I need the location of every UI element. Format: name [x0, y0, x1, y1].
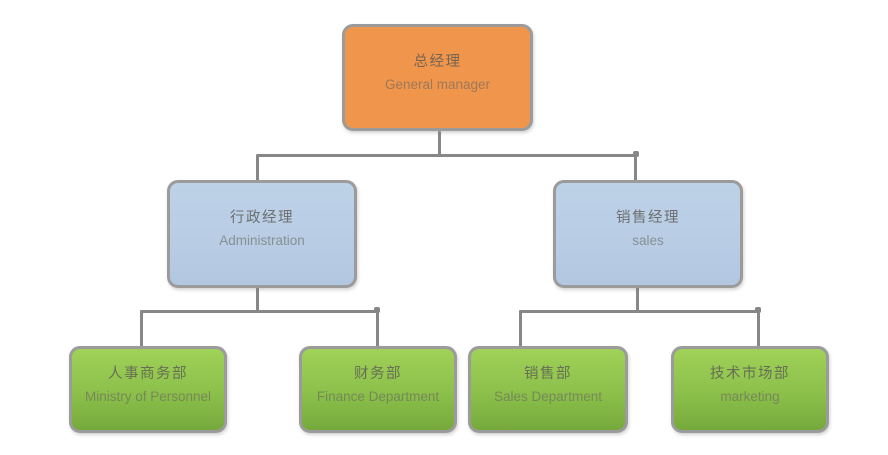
node-label-zh: 人事商务部 [108, 365, 188, 382]
connector-sales-stem [636, 287, 639, 313]
node-label-group: 销售经理 sales [616, 208, 680, 250]
org-node-sales-department[interactable]: 销售部 Sales Department [468, 346, 628, 433]
connector-to-finance [376, 310, 379, 347]
org-node-marketing[interactable]: 技术市场部 marketing [671, 346, 829, 433]
org-node-administration[interactable]: 行政经理 Administration [167, 180, 357, 288]
connector-root-stem [438, 131, 441, 157]
connector-to-personnel [140, 310, 143, 347]
node-label-group: 销售部 Sales Department [494, 364, 602, 406]
connector-level2-horizontal [257, 154, 638, 157]
connector-admin-children-horizontal [140, 310, 379, 313]
connector-to-sales-dept [519, 310, 522, 347]
node-label-zh: 财务部 [354, 365, 402, 382]
node-label-en: General manager [384, 76, 491, 92]
node-label-group: 总经理 General manager [385, 52, 490, 94]
node-label-zh: 技术市场部 [710, 365, 790, 382]
node-label-en: Sales Department [493, 388, 603, 404]
node-label-en: marketing [720, 388, 780, 404]
node-label-zh: 销售部 [524, 365, 572, 382]
node-label-en: Finance Department [316, 388, 440, 404]
node-label-group: 财务部 Finance Department [317, 364, 439, 406]
node-label-en: Administration [219, 233, 305, 249]
org-node-sales-manager[interactable]: 销售经理 sales [553, 180, 743, 288]
org-node-ministry-of-personnel[interactable]: 人事商务部 Ministry of Personnel [69, 346, 227, 433]
node-label-group: 技术市场部 marketing [710, 364, 790, 406]
org-node-finance-department[interactable]: 财务部 Finance Department [299, 346, 457, 433]
connector-to-marketing [757, 310, 760, 347]
connector-administration-stem [256, 287, 259, 313]
node-label-en: Ministry of Personnel [84, 388, 212, 404]
connector-to-sales [634, 154, 637, 181]
org-node-general-manager[interactable]: 总经理 General manager [342, 24, 533, 131]
connector-sales-children-horizontal [519, 310, 760, 313]
node-label-zh: 销售经理 [616, 210, 680, 227]
node-label-group: 人事商务部 Ministry of Personnel [85, 364, 211, 406]
node-label-zh: 行政经理 [229, 210, 294, 227]
node-label-zh: 总经理 [413, 53, 462, 70]
connector-to-administration [256, 154, 259, 181]
node-label-en: sales [632, 233, 664, 249]
node-label-group: 行政经理 Administration [219, 208, 305, 250]
